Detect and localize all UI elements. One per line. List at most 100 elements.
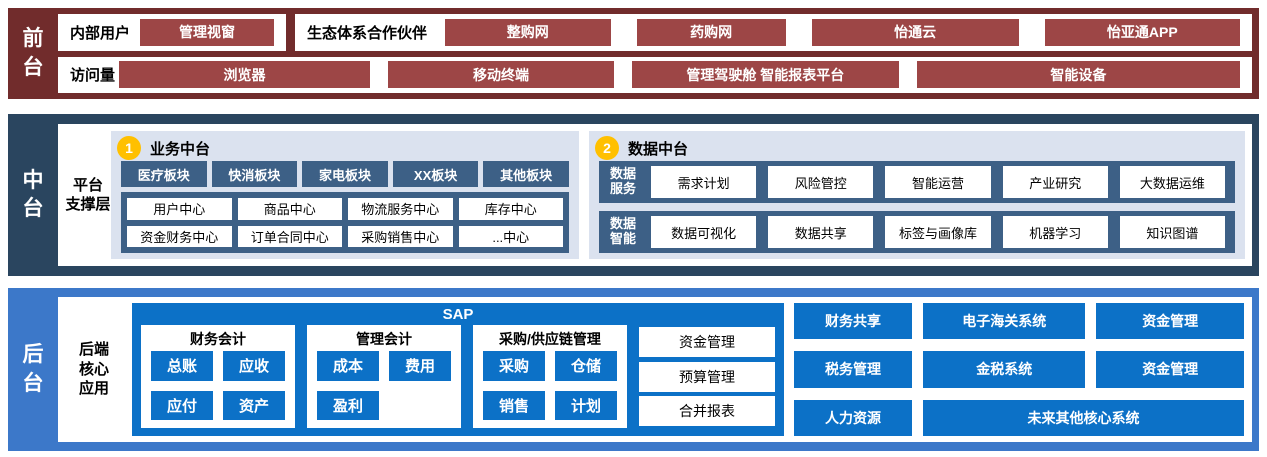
- front-rail: 前台: [8, 8, 58, 99]
- center-cell-finance: 资金财务中心: [127, 225, 232, 247]
- ecosystem-partners-label: 生态体系合作伙伴: [307, 24, 428, 42]
- visits-panel: 访问量 浏览器 移动终端 管理驾驶舱 智能报表平台 智能设备: [58, 56, 1252, 93]
- back-body: 后端 核心 应用 SAP 财务会计 总账 应收 应付 资产 管理会计: [58, 297, 1252, 442]
- sap-chip-grid: 采购 仓储 销售 计划: [483, 351, 617, 420]
- data-intelligence-cell-visualization: 数据可视化: [651, 216, 757, 248]
- data-intelligence-cell-sharing: 数据共享: [768, 216, 874, 248]
- business-platform-header: 1 业务中台: [117, 135, 569, 161]
- internal-users-label: 内部用户: [70, 24, 131, 42]
- data-service-cell-demand-planning: 需求计划: [651, 166, 757, 198]
- sector-chip-medical: 医疗板块: [121, 161, 207, 187]
- channel-button-browser: 浏览器: [119, 61, 370, 89]
- sap-chip-assets: 资产: [223, 390, 285, 420]
- sap-chip-receivables: 应收: [223, 351, 285, 381]
- business-centers-grid: 用户中心 商品中心 物流服务中心 库存中心 资金财务中心 订单合同中心 采购销售…: [127, 198, 563, 247]
- data-platform-panel: 2 数据中台 数据 服务 需求计划 风险管控 智能运营 产业研究 大数据运维 数…: [589, 131, 1245, 259]
- center-cell-logistics: 物流服务中心: [348, 198, 453, 220]
- data-intelligence-row: 数据 智能 数据可视化 数据共享 标签与画像库 机器学习 知识图谱: [599, 211, 1235, 253]
- sap-chip-sales: 销售: [483, 390, 545, 420]
- middle-layer: 中台 平台 支撑层 1 业务中台 医疗板块 快消板块 家电板块 XX板块 其他板…: [8, 114, 1259, 276]
- sector-chip-appliance: 家电板块: [302, 161, 388, 187]
- sap-side-column: 资金管理 预算管理 合并报表: [639, 325, 775, 428]
- back-rail: 后台: [8, 288, 58, 451]
- middle-body: 平台 支撑层 1 业务中台 医疗板块 快消板块 家电板块 XX板块 其他板块 用…: [58, 124, 1252, 266]
- channel-button-smart-device: 智能设备: [916, 61, 1241, 89]
- back-layer: 后台 后端 核心 应用 SAP 财务会计 总账 应收 应付 资产: [8, 288, 1259, 451]
- platform-support-label: 平台 支撑层: [65, 176, 111, 214]
- data-intelligence-cell-machine-learning: 机器学习: [1002, 216, 1108, 248]
- channel-button-dashboard: 管理驾驶舱 智能报表平台: [632, 61, 899, 89]
- system-button-finance-sharing: 财务共享: [794, 303, 913, 340]
- system-button-hr: 人力资源: [794, 399, 913, 436]
- sap-side-cell-consolidated-reports: 合并报表: [639, 396, 775, 426]
- system-button-e-customs: 电子海关系统: [923, 303, 1086, 340]
- center-cell-procurement-sales: 采购销售中心: [348, 225, 453, 247]
- data-intelligence-cell-knowledge-graph: 知识图谱: [1119, 216, 1226, 248]
- sap-modules-row: 财务会计 总账 应收 应付 资产 管理会计 成本 费用 盈: [141, 325, 775, 428]
- data-service-row: 数据 服务 需求计划 风险管控 智能运营 产业研究 大数据运维: [599, 161, 1235, 203]
- data-service-cell-risk-control: 风险管控: [768, 166, 874, 198]
- sap-side-cell-treasury: 资金管理: [639, 327, 775, 357]
- number-2-badge: 2: [595, 136, 619, 160]
- center-cell-user: 用户中心: [127, 198, 232, 220]
- internal-users-panel: 内部用户 管理视窗: [58, 14, 286, 51]
- sap-module-management-accounting: 管理会计 成本 费用 盈利: [307, 325, 461, 428]
- system-button-treasury-1: 资金管理: [1096, 303, 1244, 340]
- system-button-future-core-systems: 未来其他核心系统: [923, 399, 1244, 436]
- sap-chip-planning: 计划: [555, 390, 617, 420]
- sap-chip-grid: 成本 费用 盈利: [317, 351, 451, 420]
- partner-button-yitongyun: 怡通云: [811, 18, 1019, 46]
- middle-rail: 中台: [8, 114, 58, 276]
- sap-chip-warehouse: 仓储: [555, 351, 617, 381]
- center-cell-inventory: 库存中心: [458, 198, 563, 220]
- sector-chip-xx: XX板块: [392, 161, 479, 187]
- sector-chip-other: 其他板块: [483, 161, 569, 187]
- data-platform-title: 数据中台: [628, 140, 689, 158]
- front-row-users: 内部用户 管理视窗 生态体系合作伙伴 整购网 药购网 怡通云 怡亚通APP: [58, 14, 1252, 51]
- data-service-label: 数据 服务: [609, 166, 636, 196]
- ecosystem-partners-panel: 生态体系合作伙伴 整购网 药购网 怡通云 怡亚通APP: [295, 14, 1252, 51]
- front-layer: 前台 内部用户 管理视窗 生态体系合作伙伴 整购网 药购网 怡通云 怡亚通APP…: [8, 8, 1259, 99]
- sap-chip-payables: 应付: [151, 390, 213, 420]
- sector-chip-row: 医疗板块 快消板块 家电板块 XX板块 其他板块: [121, 161, 569, 187]
- business-centers-box: 用户中心 商品中心 物流服务中心 库存中心 资金财务中心 订单合同中心 采购销售…: [121, 192, 569, 253]
- sap-chip-cost: 成本: [317, 351, 379, 381]
- system-button-treasury-2: 资金管理: [1096, 351, 1244, 388]
- sap-module-title: 采购/供应链管理: [499, 331, 601, 347]
- sector-chip-fmcg: 快消板块: [211, 161, 298, 187]
- core-systems-grid: 财务共享 电子海关系统 资金管理 税务管理 金税系统 资金管理 人力资源 未来其…: [794, 303, 1244, 436]
- sap-chip-procurement: 采购: [483, 351, 545, 381]
- front-row-visits: 访问量 浏览器 移动终端 管理驾驶舱 智能报表平台 智能设备: [58, 56, 1252, 93]
- data-service-cell-bigdata-ops: 大数据运维: [1119, 166, 1226, 198]
- middle-rail-label: 中台: [22, 168, 44, 220]
- data-intelligence-cell-tag-library: 标签与画像库: [885, 216, 991, 248]
- center-cell-order: 订单合同中心: [237, 225, 342, 247]
- sap-title: SAP: [442, 306, 474, 323]
- data-service-cell-industry-research: 产业研究: [1002, 166, 1108, 198]
- partner-button-yaogou: 药购网: [636, 18, 786, 46]
- backend-core-apps-label: 后端 核心 应用: [78, 341, 109, 398]
- sap-side-cell-budget: 预算管理: [639, 361, 775, 392]
- center-cell-more: ...中心: [458, 225, 563, 247]
- front-rail-label: 前台: [22, 27, 44, 79]
- back-rail-label: 后台: [22, 343, 44, 395]
- sap-chip-grid: 总账 应收 应付 资产: [151, 351, 285, 420]
- partner-button-yiyatong-app: 怡亚通APP: [1044, 18, 1240, 46]
- data-service-cell-smart-operations: 智能运营: [885, 166, 991, 198]
- sap-module-title: 财务会计: [190, 331, 246, 347]
- business-platform-panel: 1 业务中台 医疗板块 快消板块 家电板块 XX板块 其他板块 用户中心 商品中…: [111, 131, 579, 259]
- visits-label: 访问量: [70, 67, 116, 85]
- front-body: 内部用户 管理视窗 生态体系合作伙伴 整购网 药购网 怡通云 怡亚通APP 访问…: [58, 8, 1252, 99]
- sap-box: SAP 财务会计 总账 应收 应付 资产 管理会计: [132, 303, 784, 436]
- sap-chip-expense: 费用: [389, 351, 451, 381]
- data-platform-header: 2 数据中台: [595, 135, 1235, 161]
- business-platform-title: 业务中台: [150, 140, 211, 158]
- sap-module-title: 管理会计: [356, 331, 412, 347]
- sap-chip-profit: 盈利: [317, 390, 379, 420]
- sap-chip-general-ledger: 总账: [151, 351, 213, 381]
- data-intelligence-label: 数据 智能: [609, 216, 636, 246]
- system-button-tax-management: 税务管理: [794, 351, 913, 388]
- partner-button-zhenggou: 整购网: [445, 18, 611, 46]
- management-view-button: 管理视窗: [140, 18, 274, 46]
